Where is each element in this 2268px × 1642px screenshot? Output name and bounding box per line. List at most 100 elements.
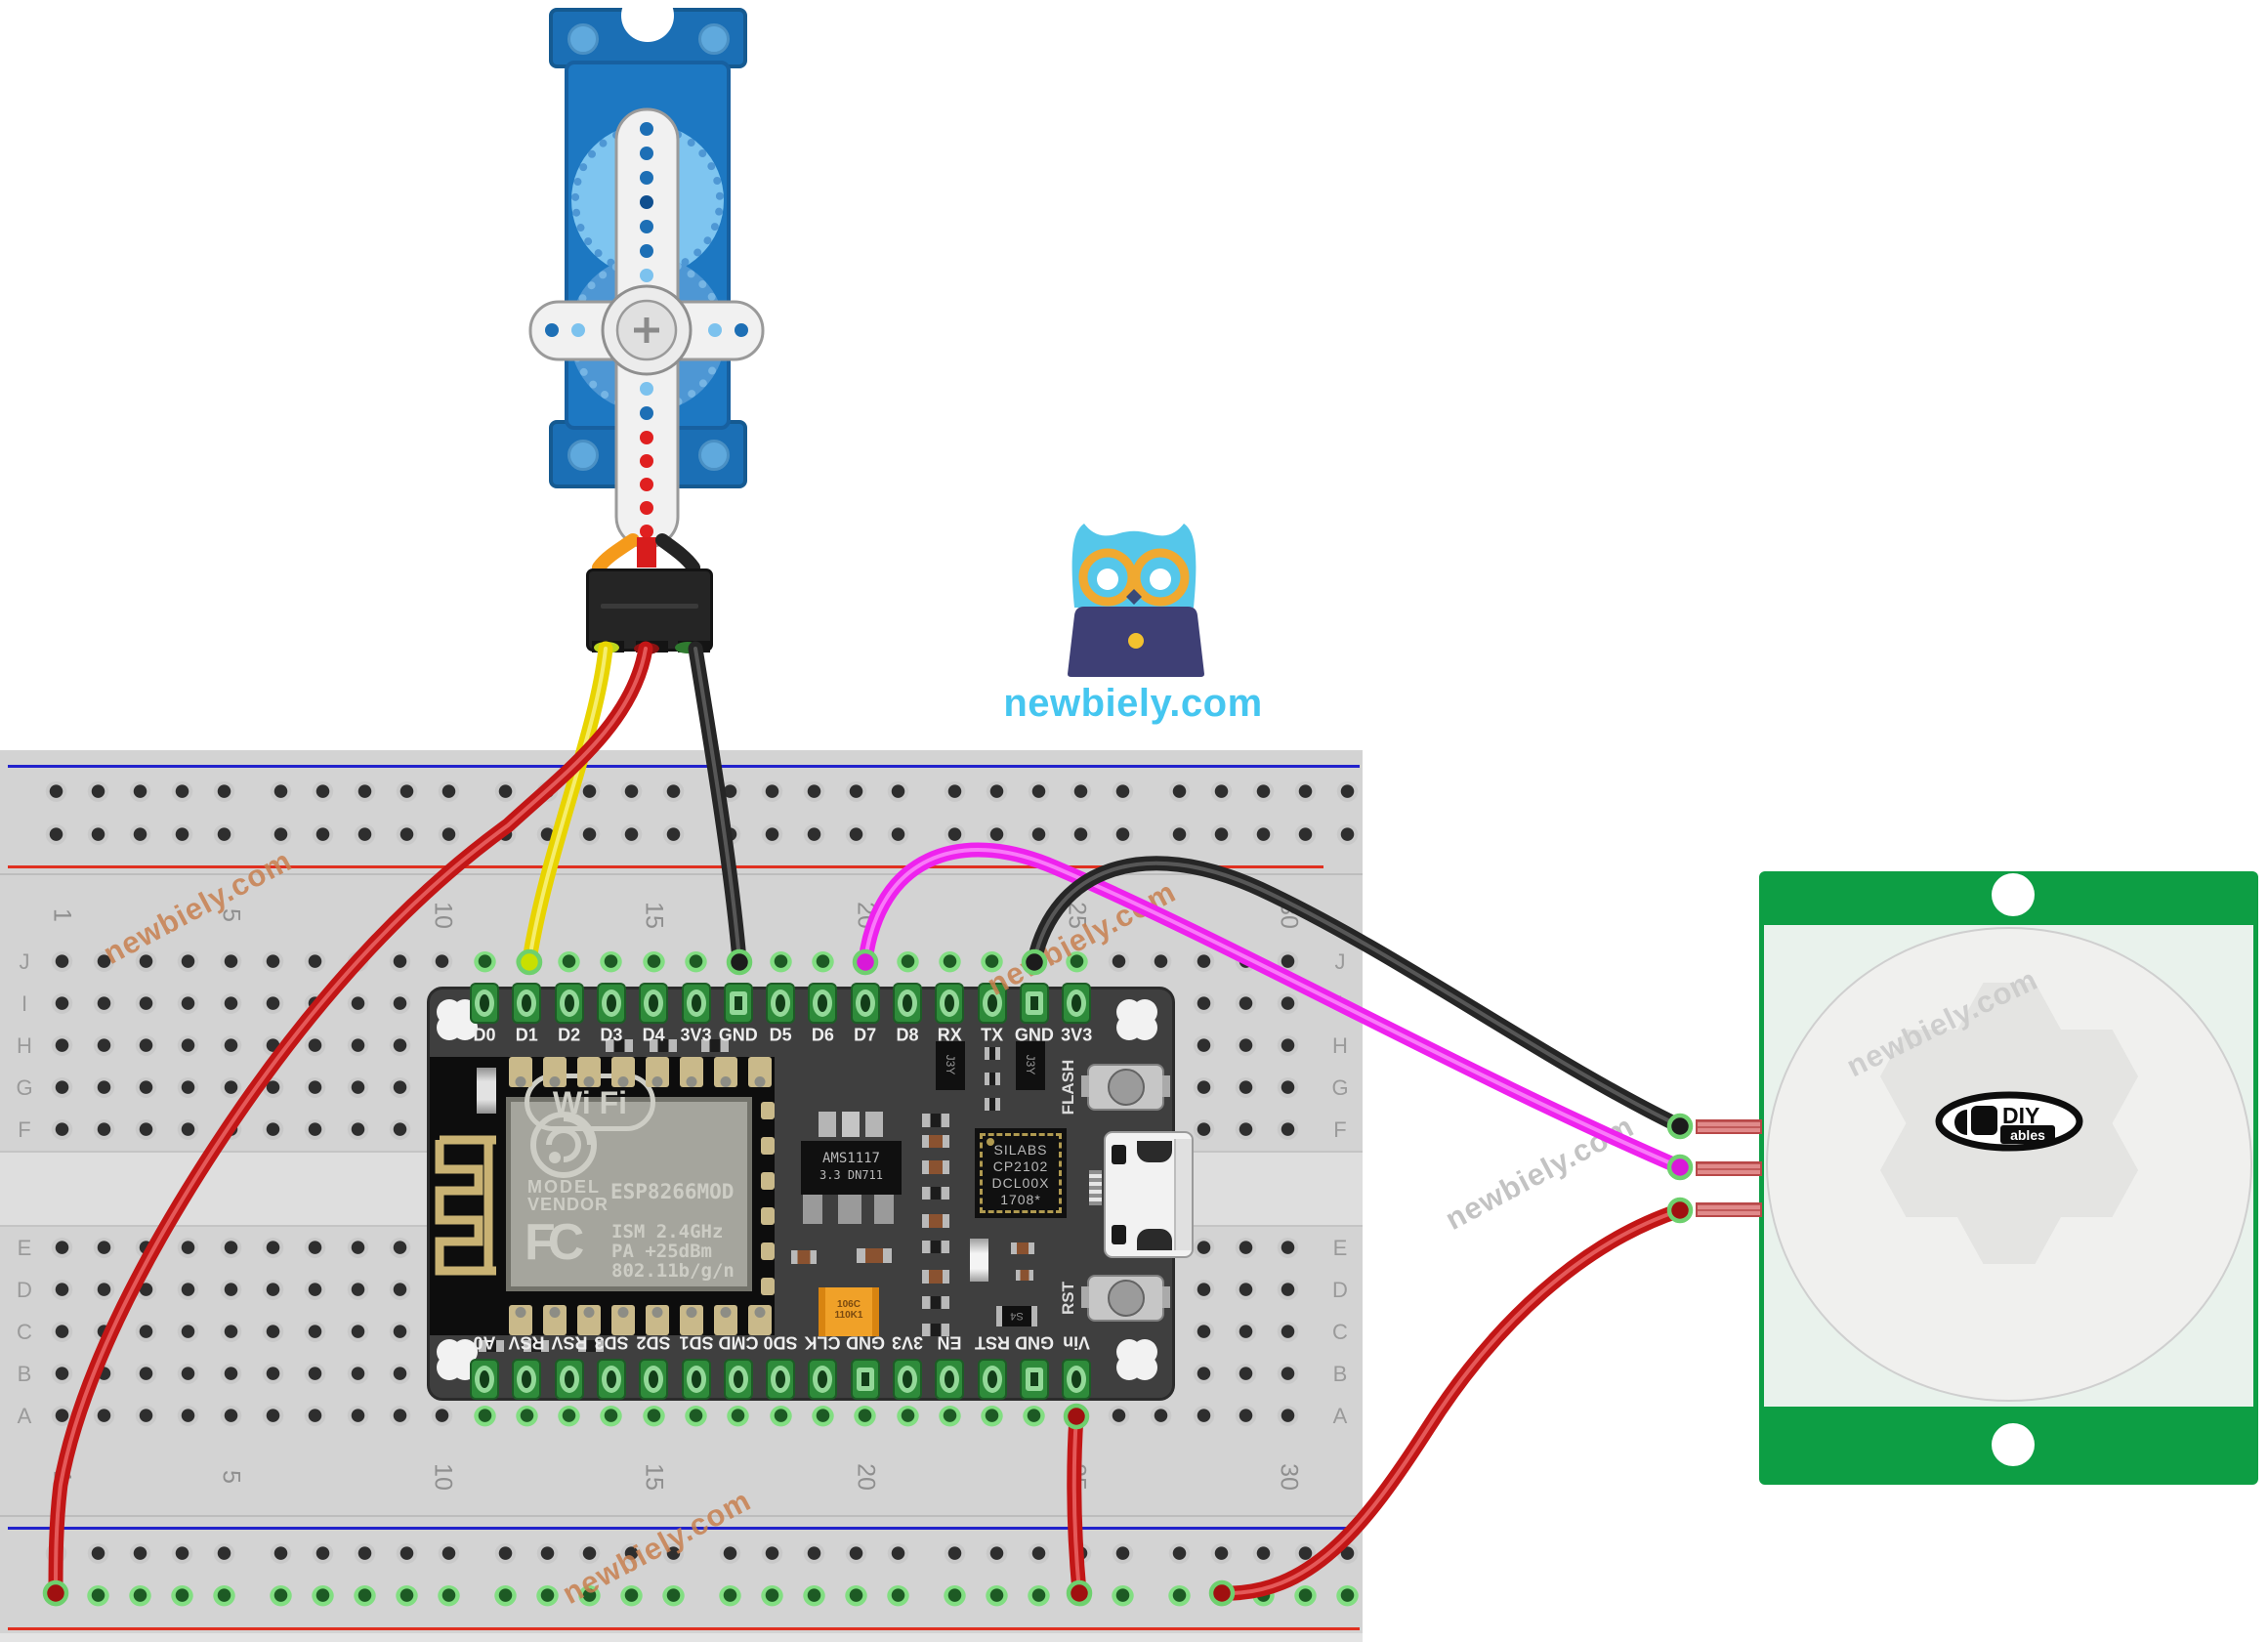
- terminal-hole: [1192, 1363, 1215, 1386]
- pin-pad-D5: [766, 983, 796, 1024]
- pin-pad-Vin: [1062, 1359, 1092, 1400]
- smd-component: [791, 1250, 817, 1264]
- terminal-hole-active: [896, 1405, 919, 1428]
- usb-pins: [1089, 1170, 1102, 1205]
- power-rail-hole: [985, 780, 1008, 804]
- smd-component: [1011, 1242, 1034, 1254]
- power-rail-hole-active: [718, 1584, 741, 1608]
- power-rail-hole-active: [886, 1584, 909, 1608]
- terminal-hole-active: [938, 1405, 961, 1428]
- pin-pad-SD1: [681, 1359, 711, 1400]
- pin-pad-3V3: [681, 983, 711, 1024]
- module-side-pad: [761, 1102, 775, 1119]
- power-rail-hole: [1027, 823, 1050, 847]
- power-rail-hole: [1111, 823, 1134, 847]
- power-rail-hole: [802, 780, 825, 804]
- pin-pad-3V3: [893, 1359, 922, 1400]
- power-rail-hole-active: [1027, 1584, 1050, 1608]
- rail-line-blue_top: [8, 765, 1360, 768]
- power-rail-hole: [844, 1542, 867, 1566]
- diyables-icon-body: [1971, 1106, 1997, 1135]
- diyables-icon-halfdisc: [1954, 1110, 1967, 1135]
- power-rail-hole-active: [760, 1584, 783, 1608]
- row-letter: F: [18, 1117, 31, 1142]
- mounting-hole: [1115, 1338, 1166, 1389]
- module-side-pad: [761, 1172, 775, 1190]
- power-rail-hole: [661, 823, 685, 847]
- power-rail-hole: [943, 1542, 966, 1566]
- power-rail-hole: [1069, 780, 1092, 804]
- row-letter: G: [16, 1075, 33, 1100]
- terminal-hole: [1108, 1405, 1130, 1428]
- power-rail-hole: [886, 823, 909, 847]
- row-letter: E: [17, 1236, 32, 1260]
- smd-component: [922, 1324, 949, 1336]
- row-letter: D: [17, 1278, 32, 1302]
- module-castellation: [748, 1057, 772, 1087]
- servo-screw: [567, 23, 599, 55]
- servo-screw: [567, 440, 599, 471]
- power-rail-hole: [1111, 780, 1134, 804]
- power-rail-hole: [760, 1542, 783, 1566]
- pin-label-D6: D6: [811, 1025, 834, 1045]
- pin-pad-GND: [1019, 1359, 1049, 1400]
- power-rail-hole: [943, 780, 966, 804]
- power-rail-hole: [886, 1542, 909, 1566]
- power-rail-hole: [760, 823, 783, 847]
- row-letter: B: [17, 1362, 32, 1386]
- board-edge: [0, 1633, 1363, 1642]
- pin-label-D5: D5: [769, 1025, 792, 1045]
- row-letter: H: [17, 1033, 32, 1058]
- s4-diode: S4: [996, 1306, 1037, 1326]
- power-rail-hole-active: [1111, 1584, 1134, 1608]
- rail-divider: [0, 1515, 1363, 1517]
- power-rail-hole: [1335, 823, 1359, 847]
- power-rail-hole: [844, 823, 867, 847]
- smd-component: [650, 1039, 677, 1052]
- power-rail-hole: [760, 780, 783, 804]
- module-castellation: [714, 1305, 737, 1335]
- pin-pad-CMD: [723, 1359, 753, 1400]
- row-letter: C: [17, 1320, 32, 1344]
- pin-label-3V3: 3V3: [680, 1025, 712, 1045]
- smd-component: [922, 1187, 949, 1200]
- power-rail-hole-active: [661, 1584, 685, 1608]
- power-rail-hole: [1335, 780, 1359, 804]
- power-rail-hole: [886, 780, 909, 804]
- pin-pad-SD0: [766, 1359, 796, 1400]
- power-rail-hole: [718, 1542, 741, 1566]
- power-rail-hole: [1167, 823, 1191, 847]
- power-rail-hole: [661, 780, 685, 804]
- regulator-leg: [874, 1195, 894, 1224]
- module-side-pad: [761, 1278, 775, 1295]
- power-rail-hole: [1293, 823, 1317, 847]
- row-letter: A: [17, 1404, 32, 1428]
- power-rail-hole-active: [844, 1584, 867, 1608]
- servo-screw: [698, 440, 730, 471]
- regulator-leg: [838, 1195, 861, 1224]
- servo-mount-notch: [621, 0, 674, 42]
- module-castellation: [714, 1057, 737, 1087]
- terminal-hole-active: [811, 950, 834, 974]
- terminal-hole-active: [769, 1405, 792, 1428]
- power-rail-hole: [1111, 1542, 1134, 1566]
- pir-mount-hole-bottom: [1992, 1423, 2035, 1466]
- module-side-pad: [761, 1137, 775, 1155]
- terminal-hole-active: [854, 1405, 877, 1428]
- terminal-hole-active: [685, 1405, 707, 1428]
- smd-component: [857, 1248, 892, 1263]
- pir-pin: [1696, 1161, 1762, 1176]
- reset-button: [1081, 1275, 1170, 1322]
- power-rail-hole: [802, 1542, 825, 1566]
- pin-pad-CLK: [808, 1359, 838, 1400]
- power-rail-hole-active: [943, 1584, 966, 1608]
- power-rail-hole: [1167, 1542, 1191, 1566]
- site-name-text: newbiely.com: [1003, 682, 1263, 725]
- terminal-hole-active: [1023, 1405, 1046, 1428]
- module-side-pad: [761, 1207, 775, 1225]
- row-letter: J: [19, 949, 30, 974]
- pin-label-GND: GND: [718, 1025, 758, 1045]
- module-castellation: [680, 1057, 703, 1087]
- terminal-hole-active: [727, 1405, 750, 1428]
